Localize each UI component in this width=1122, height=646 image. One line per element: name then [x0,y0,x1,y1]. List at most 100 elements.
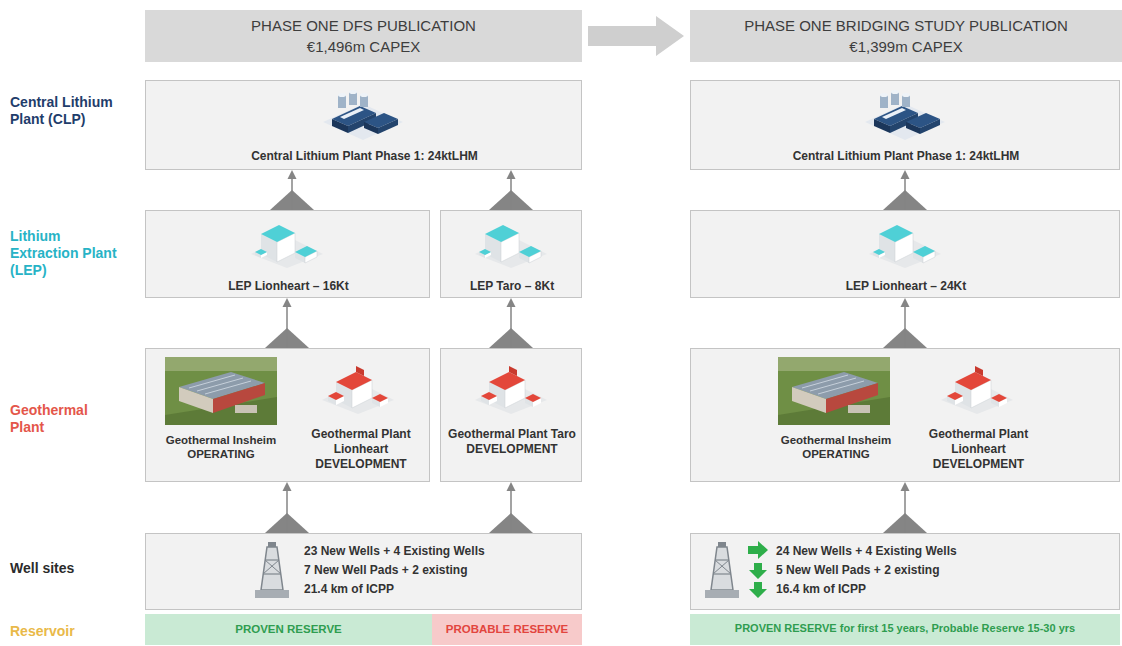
row-label: Well sites [10,560,130,577]
arrow-head [283,298,292,307]
flow-line [291,178,293,210]
reserve-text: PROVEN RESERVE for first 15 years, Proba… [695,622,1115,636]
box-label: Central Lithium Plant Phase 1: 24ktLHM [691,149,1121,164]
box-fill [440,348,582,482]
change-arrow [749,582,767,598]
plant-box: LEP Lionheart – 16Kt [145,210,430,298]
box-label: Geothermal Insheim OPERATING [151,433,291,462]
flow-arrow [901,170,910,210]
header-text: PHASE ONE BRIDGING STUDY PUBLICATION [690,17,1122,36]
geothermal-icon [941,366,1013,414]
flow-arrow [507,482,516,533]
well-box: 24 New Wells + 4 Existing Wells 5 New Wel… [690,533,1120,610]
plant-photo [778,357,890,425]
flow-arrow [507,170,516,210]
reserve-band: PROBABLE RESERVE [432,614,582,645]
header-text: PHASE ONE DFS PUBLICATION [145,17,582,36]
arrow-head [507,298,516,307]
drill-rig-icon [255,542,289,598]
arrow-head [283,482,292,491]
flow-arrow [901,298,910,348]
flow-arrow [588,16,684,56]
flow-arrow [283,298,292,348]
row-label: Lithium Extraction Plant (LEP) [10,228,132,278]
arrow-head [288,170,297,179]
flow-arrow [283,482,292,533]
flow-line [904,490,906,533]
box-fill [145,533,582,610]
plant-box: Central Lithium Plant Phase 1: 24ktLHM [145,80,582,170]
plant-box: Central Lithium Plant Phase 1: 24ktLHM [690,80,1120,170]
plant-box: LEP Lionheart – 24Kt [690,210,1120,298]
arrow-head [507,482,516,491]
flow-arrow [507,298,516,348]
arrow-head [901,482,910,491]
box-label: Geothermal Plant Taro DEVELOPMENT [447,427,577,457]
row-label: Reservoir [10,623,130,640]
box-label: Central Lithium Plant Phase 1: 24ktLHM [146,149,583,164]
plant-box: Geothermal Plant Taro DEVELOPMENT [440,348,582,482]
box-fill [690,10,1122,62]
box-label: LEP Taro – 8Kt [443,279,581,294]
drill-rig-icon [705,542,739,598]
box-fill [690,533,1120,610]
box-fill [145,210,430,298]
box-fill [432,614,582,645]
flow-line [904,306,906,348]
box-fill [145,614,432,645]
box-label: Geothermal Plant Lionheart DEVELOPMENT [296,427,426,472]
box-fill [690,348,1120,482]
clp-icon [865,90,945,140]
plant-box: Geothermal Insheim OPERATINGGeothermal P… [690,348,1120,482]
flow-line [510,178,512,210]
flow-line [286,490,288,533]
flow-arrow [901,482,910,533]
plant-box: LEP Taro – 8Kt [440,210,582,298]
box-fill [440,210,582,298]
well-line: 23 New Wells + 4 Existing Wells [304,544,574,559]
box-fill [145,348,430,482]
flow-line [904,178,906,210]
reserve-band: PROVEN RESERVE for first 15 years, Proba… [690,614,1120,645]
well-line: 21.4 km of ICPP [304,582,574,597]
arrow-head [507,170,516,179]
well-line: 16.4 km of ICPP [776,582,1106,597]
lep-icon [251,225,323,268]
flow-line [286,306,288,348]
row-label: Central Lithium Plant (CLP) [10,94,132,128]
header-box: PHASE ONE DFS PUBLICATION €1,496m CAPEX [145,10,582,62]
plant-box: Geothermal Insheim OPERATINGGeothermal P… [145,348,430,482]
box-fill [690,80,1120,170]
arrow-head [901,298,910,307]
change-arrow [749,563,767,579]
geothermal-icon [322,366,394,414]
plant-photo [165,357,277,425]
flow-line [510,306,512,348]
change-arrow [748,541,768,559]
reserve-band: PROVEN RESERVE [145,614,432,645]
header-text: €1,399m CAPEX [690,38,1122,57]
clp-icon [323,90,403,140]
reserve-text: PROVEN RESERVE [145,622,432,636]
well-line: 7 New Well Pads + 2 existing [304,563,574,578]
header-text: €1,496m CAPEX [145,38,582,57]
lep-icon [475,225,547,268]
lep-icon [869,225,941,268]
well-line: 5 New Well Pads + 2 existing [776,563,1106,578]
flow-arrow [288,170,297,210]
well-line: 24 New Wells + 4 Existing Wells [776,544,1106,559]
box-fill [145,10,582,62]
box-label: Geothermal Insheim OPERATING [761,433,911,462]
geothermal-icon [475,366,547,414]
header-box: PHASE ONE BRIDGING STUDY PUBLICATION €1,3… [690,10,1122,62]
reserve-text: PROBABLE RESERVE [432,622,582,636]
row-label: Geothermal Plant [10,402,122,436]
well-box: 23 New Wells + 4 Existing Wells 7 New Wel… [145,533,582,610]
arrow-head [901,170,910,179]
box-label: LEP Lionheart – 16Kt [146,279,431,294]
arrow-head [588,16,684,56]
box-label: Geothermal Plant Lionheart DEVELOPMENT [911,427,1046,472]
flow-line [510,490,512,533]
box-fill [690,614,1120,645]
